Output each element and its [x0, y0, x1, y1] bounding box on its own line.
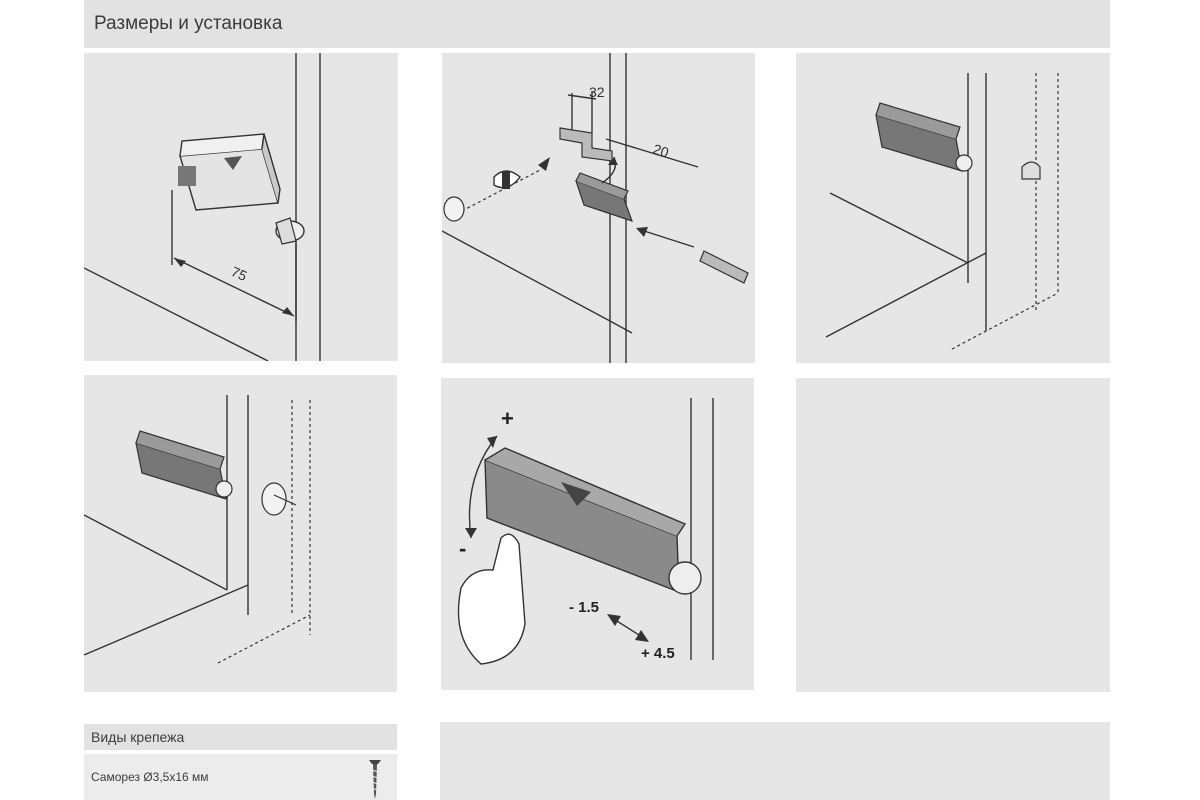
screwdriver-rotate-icon [493, 170, 521, 189]
fastener-label: Саморез Ø3,5x16 мм [91, 770, 209, 784]
adjust-minus-label: - [459, 536, 466, 561]
page-title: Размеры и установка [94, 13, 283, 34]
damper-device [484, 447, 702, 595]
page-header: Размеры и установка [84, 0, 1110, 48]
adjustment-panel: + - - 1.5 + 4.5 [441, 378, 754, 690]
dimension-20-label: 20 [651, 141, 671, 161]
dimension-75-label: 75 [229, 263, 250, 284]
install-step-1-panel: 75 [84, 53, 398, 361]
fasteners-header: Виды крепежа [84, 724, 397, 750]
fastener-item: Саморез Ø3,5x16 мм [84, 754, 397, 800]
strike-plate-icon [261, 482, 297, 516]
blank-panel [796, 378, 1110, 692]
screw-icon [369, 760, 381, 799]
install-step-2-illustration: 32 20 [442, 53, 749, 363]
dimension-line [173, 257, 295, 317]
mounting-bracket [559, 127, 613, 162]
adjustment-illustration: + - - 1.5 + 4.5 [457, 398, 714, 665]
strike-plate-icon [1021, 161, 1041, 180]
adjust-plus-label: + [501, 406, 514, 431]
install-step-3-panel [796, 53, 1110, 363]
hand-finger-icon [457, 533, 526, 665]
install-step-2-panel: 32 20 [442, 53, 755, 363]
range-min-label: - 1.5 [569, 599, 599, 616]
bottom-blank-panel [440, 722, 1110, 800]
fasteners-title: Виды крепежа [91, 729, 185, 745]
range-max-label: + 4.5 [641, 645, 675, 662]
damper-device [875, 102, 973, 172]
install-step-4-panel [84, 375, 397, 692]
damper-device [575, 172, 633, 222]
damper-device [178, 133, 305, 245]
install-step-4-illustration [84, 395, 311, 664]
install-step-3-illustration [825, 73, 1059, 350]
dimension-32-label: 32 [589, 84, 605, 100]
install-step-1-illustration: 75 [84, 53, 321, 361]
damper-device [135, 430, 233, 500]
damper-cartridge [699, 250, 749, 284]
